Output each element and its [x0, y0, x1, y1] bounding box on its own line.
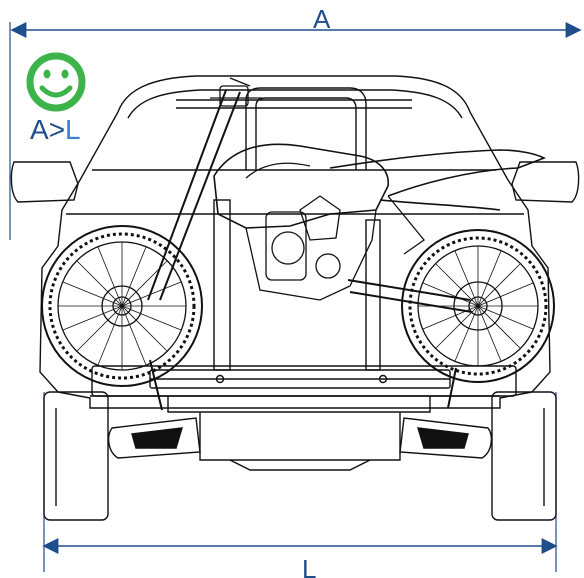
rule-right: L [65, 114, 81, 145]
rear-wheel [401, 229, 555, 383]
dimension-l-label: L [302, 554, 317, 578]
fit-rule-label: A>L [30, 116, 81, 144]
dimension-l-arrow [42, 392, 558, 572]
smiley-face-icon [26, 52, 86, 112]
motorcycle [41, 77, 555, 411]
vehicle-outline [10, 75, 580, 521]
dimension-a-label: A [313, 4, 331, 34]
rule-operator: > [48, 114, 66, 145]
rule-left: A [30, 114, 49, 145]
front-wheel [41, 225, 203, 387]
roll-bar [245, 87, 367, 170]
dimension-a-arrow [9, 22, 582, 240]
